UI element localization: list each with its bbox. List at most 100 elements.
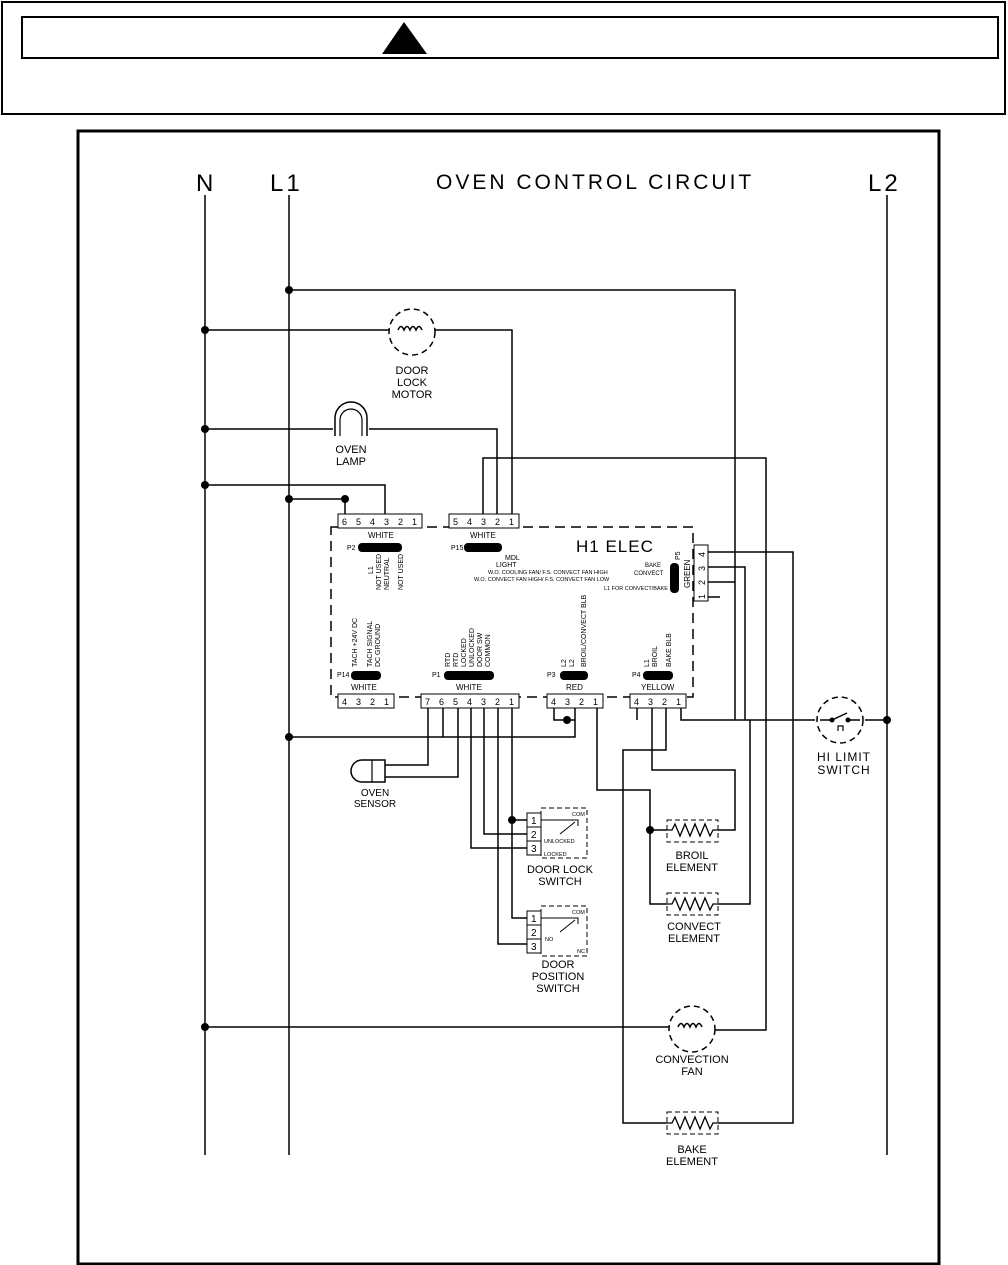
pin-number: 1 — [412, 517, 417, 527]
warning-banner — [21, 16, 999, 59]
connector-pin-block — [337, 513, 423, 529]
wire-broil-return — [651, 705, 736, 831]
pin-number: 7 — [425, 697, 430, 707]
component-label: POSITION — [532, 971, 585, 983]
terminal-number: 2 — [531, 830, 537, 841]
component-label: CONVECTION — [655, 1054, 728, 1066]
door-lock-switch: 1 2 3 COM UNLOCKED LOCKED DOOR LOCK SWIT… — [526, 807, 594, 888]
wire-l1-p2 — [289, 498, 346, 527]
pin-label: L2 — [569, 659, 576, 667]
pin-number: 3 — [697, 566, 707, 571]
pin-label: L2 — [561, 659, 568, 667]
junctions — [201, 286, 891, 1031]
junction-dot — [341, 495, 349, 503]
pin-number: 1 — [509, 517, 514, 527]
pin-number: 4 — [370, 517, 375, 527]
junction-dot — [285, 495, 293, 503]
connector-p15: 5 4 3 2 1 WHITE P15 MDL LIGHT W.O. COOLI… — [448, 513, 610, 583]
pin-number: 2 — [495, 517, 500, 527]
pin-label: NOT USED — [376, 554, 383, 590]
connector-color: WHITE — [368, 531, 394, 540]
pin-label: L1 — [368, 566, 375, 574]
lamp-filament-icon — [339, 408, 363, 436]
connector-name: P15 — [451, 545, 464, 552]
terminal-label: COM — [572, 812, 585, 818]
component-label: SWITCH — [538, 876, 581, 888]
pin-number: 1 — [384, 697, 389, 707]
connector-color: WHITE — [351, 683, 377, 692]
wire-l1-p3 — [289, 705, 576, 738]
connector-name: P1 — [432, 672, 441, 679]
terminal-label: LOCKED — [544, 852, 567, 858]
wire-convect-return — [718, 720, 751, 905]
pin-label: COMMON — [485, 634, 492, 667]
connector-color: WHITE — [470, 531, 496, 540]
component-label: SENSOR — [354, 799, 396, 810]
junction-dot — [508, 816, 516, 824]
wire-sensor-1 — [385, 705, 429, 766]
wire-bake-feed — [622, 705, 667, 1124]
switch-contact-icon — [541, 819, 579, 835]
connector-housing — [351, 671, 381, 680]
junction-dot — [285, 286, 293, 294]
component-label: SWITCH — [536, 983, 579, 995]
pin-number: 6 — [342, 517, 347, 527]
wires — [204, 195, 888, 1155]
pin-number: 5 — [453, 517, 458, 527]
pin-label: DOOR SW — [477, 632, 484, 667]
fan-motor-icon — [668, 1005, 716, 1053]
component-label: ELEMENT — [666, 862, 718, 874]
wire-p5-4 — [704, 551, 794, 720]
pin-number: 3 — [481, 517, 486, 527]
connector-color: WHITE — [456, 683, 482, 692]
pin-label: W.O. CONVECT FAN HIGH/ F.S. CONVECT FAN … — [474, 577, 610, 583]
pin-number: 4 — [342, 697, 347, 707]
contact-dot — [845, 717, 851, 723]
sensor-icon — [350, 759, 386, 783]
connector-p4: 4 3 2 1 YELLOW P4 L1 BROIL BAKE BLB — [629, 633, 687, 709]
rail-label-l2: L2 — [868, 170, 901, 197]
pin-number: 3 — [565, 697, 570, 707]
connector-name: P14 — [337, 672, 350, 679]
coil-icon — [397, 325, 423, 332]
switch-terminal-block — [526, 812, 542, 856]
terminal-number: 3 — [531, 844, 537, 855]
wire-oven-lamp — [205, 428, 498, 527]
component-label: SWITCH — [817, 763, 870, 777]
motor-icon — [388, 308, 436, 356]
connector-housing — [464, 543, 502, 552]
component-label: ELEMENT — [668, 933, 720, 945]
wire-l1-top — [289, 289, 736, 720]
rail-label-n: N — [196, 170, 213, 197]
wire-sensor-3 — [385, 705, 459, 778]
pin-label: NEUTRAL — [384, 557, 391, 590]
pin-number: 4 — [551, 697, 556, 707]
pin-label: RTD — [453, 653, 460, 667]
terminal-number: 3 — [531, 942, 537, 953]
wire-bake-return — [718, 720, 794, 1124]
wire-p5-3 — [704, 566, 746, 720]
component-label: CONVECT — [667, 921, 721, 933]
connector-housing — [643, 671, 673, 680]
bimetal-icon — [837, 725, 844, 731]
pin-label: BROIL/CONVECT BLB — [581, 594, 588, 667]
pin-label: BAKE — [645, 563, 661, 569]
wire-neutral-p2 — [205, 484, 386, 527]
pin-number: 2 — [495, 697, 500, 707]
switch-contact-icon — [541, 917, 579, 933]
junction-dot — [201, 1023, 209, 1031]
connector-name: P2 — [347, 545, 356, 552]
connector-p1: 7 6 5 4 3 2 1 WHITE P1 RTD RTD LOCKED UN… — [420, 628, 520, 709]
connector-p14: 4 3 2 1 WHITE P14 TACH +24V DC TACH SIGN… — [337, 618, 395, 709]
rail-label-l1: L1 — [270, 170, 303, 197]
pin-number: 6 — [439, 697, 444, 707]
pin-label: BROIL — [652, 646, 659, 667]
connector-p3: 4 3 2 1 RED P3 L2 L2 BROIL/CONVECT BLB — [546, 594, 604, 709]
junction-dot — [563, 716, 571, 724]
junction-dot — [201, 425, 209, 433]
convect-element: CONVECT ELEMENT — [666, 892, 721, 945]
pin-number: 1 — [676, 697, 681, 707]
connector-color: RED — [566, 683, 583, 692]
pin-number: 3 — [481, 697, 486, 707]
